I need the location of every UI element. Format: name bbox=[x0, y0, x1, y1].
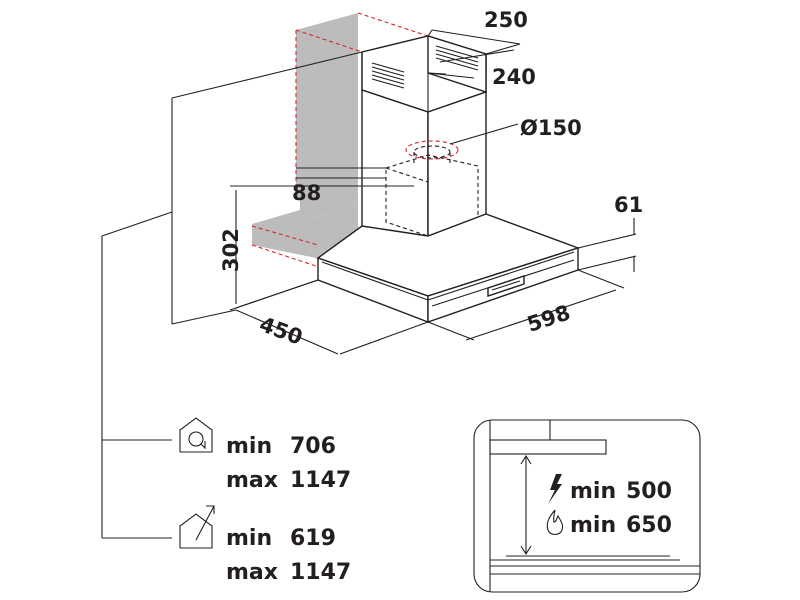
extract-min-value: 619 bbox=[290, 526, 336, 551]
dim-outlet: Ø150 bbox=[449, 116, 582, 145]
recirc-min-value: 706 bbox=[290, 434, 336, 459]
recirc-max-value: 1147 bbox=[290, 468, 351, 493]
dim-240-label: 240 bbox=[492, 65, 536, 89]
clearance-panel bbox=[473, 419, 701, 593]
extraction-spec: min 619 max 1147 bbox=[179, 505, 351, 585]
dim-302-label: 302 bbox=[219, 228, 243, 272]
lightning-icon bbox=[548, 474, 562, 504]
flame-icon bbox=[546, 509, 564, 536]
electric-min-value: 500 bbox=[626, 479, 672, 504]
dim-61-label: 61 bbox=[614, 193, 643, 217]
electric-clearance: min 500 bbox=[548, 474, 672, 504]
gas-min-value: 650 bbox=[626, 513, 672, 538]
extract-max-label: max bbox=[226, 560, 278, 585]
electric-min-label: min bbox=[570, 479, 616, 504]
dim-250-label: 250 bbox=[484, 8, 528, 32]
dim-302: 302 bbox=[219, 185, 414, 311]
gas-clearance: min 650 bbox=[546, 509, 672, 538]
dim-450-label: 450 bbox=[256, 312, 305, 350]
gas-min-label: min bbox=[570, 513, 616, 538]
control-panel bbox=[487, 275, 525, 297]
wall-guides bbox=[251, 12, 429, 267]
wall bbox=[252, 13, 358, 270]
extract-min-label: min bbox=[226, 526, 272, 551]
recirculation-house-icon bbox=[179, 417, 213, 453]
recirc-min-label: min bbox=[226, 434, 272, 459]
total-height-bracket bbox=[101, 51, 363, 539]
recirculation-spec: min 706 max 1147 bbox=[179, 417, 351, 493]
dim-598-label: 598 bbox=[524, 300, 573, 336]
dim-61: 61 bbox=[577, 193, 643, 272]
dim-150-label: Ø150 bbox=[520, 116, 582, 140]
dim-chimney: 250 240 bbox=[427, 8, 536, 89]
extract-max-value: 1147 bbox=[290, 560, 351, 585]
dim-88-label: 88 bbox=[292, 181, 321, 205]
extraction-house-icon bbox=[179, 505, 215, 549]
vent-grille bbox=[371, 45, 479, 89]
canopy bbox=[316, 213, 581, 324]
recirc-max-label: max bbox=[226, 468, 278, 493]
dim-offset: 88 bbox=[292, 167, 386, 205]
